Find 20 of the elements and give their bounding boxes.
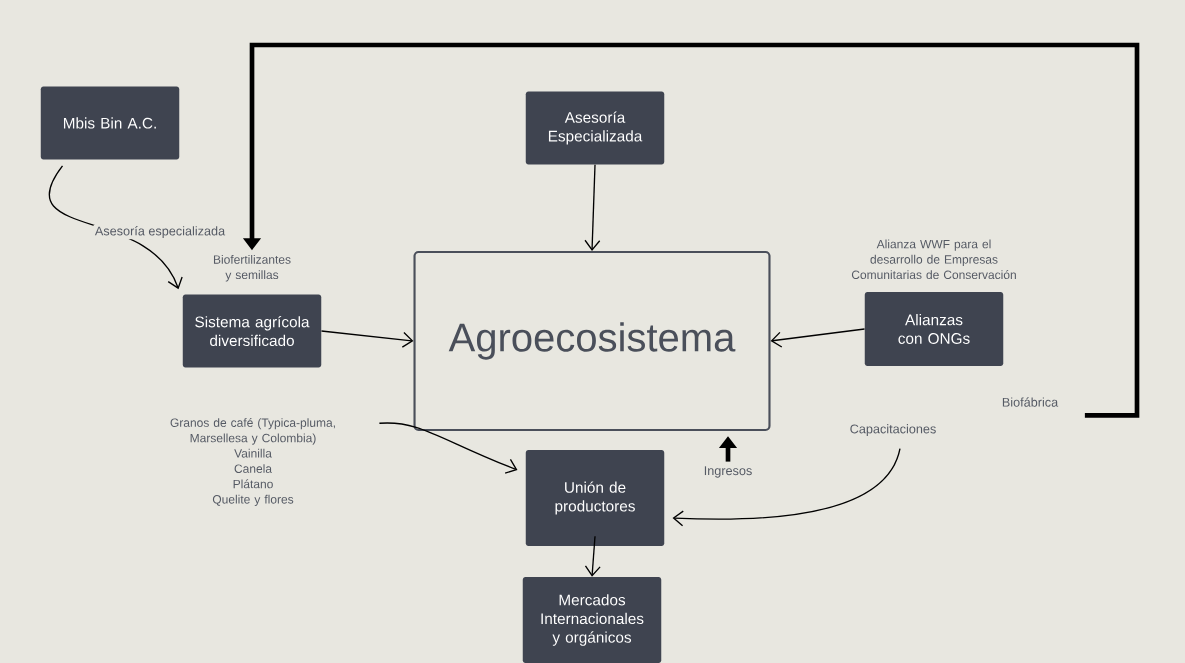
- process-box: Alianzas con ONGs: [864, 292, 1004, 366]
- edge-label: Asesoría especializada: [94, 226, 226, 238]
- flow-label: Ingresos: [704, 466, 752, 478]
- flow-label: Capacitaciones: [850, 424, 936, 436]
- note-text: Biofertilizantes y semillas: [213, 254, 291, 282]
- process-box: Unión de productores: [525, 450, 665, 546]
- process-box: Mbis Bin A.C.: [40, 86, 180, 160]
- arrow: [770, 328, 866, 348]
- process-box: Mercados Internacionales y orgánicos: [522, 577, 662, 663]
- process-box: Sistema agrícola diversificado: [182, 294, 322, 368]
- process-box: Asesoría Especializada: [525, 91, 665, 165]
- flow-label: Biofábrica: [1002, 397, 1059, 407]
- system-box: Agroecosistema: [413, 250, 771, 432]
- arrow: [378, 422, 518, 474]
- arrow: [584, 164, 601, 251]
- arrow: [320, 330, 414, 348]
- arrow: [584, 535, 601, 577]
- note-text: Alianza WWF para el desarrollo de Empresas Comunitarias de Conservación: [851, 239, 1016, 280]
- product-list: Granos de café (Typica-pluma, Marsellesa y Colombia) Vainilla Canela Plátano Quelite y flores: [170, 418, 335, 506]
- arrow: [672, 447, 901, 527]
